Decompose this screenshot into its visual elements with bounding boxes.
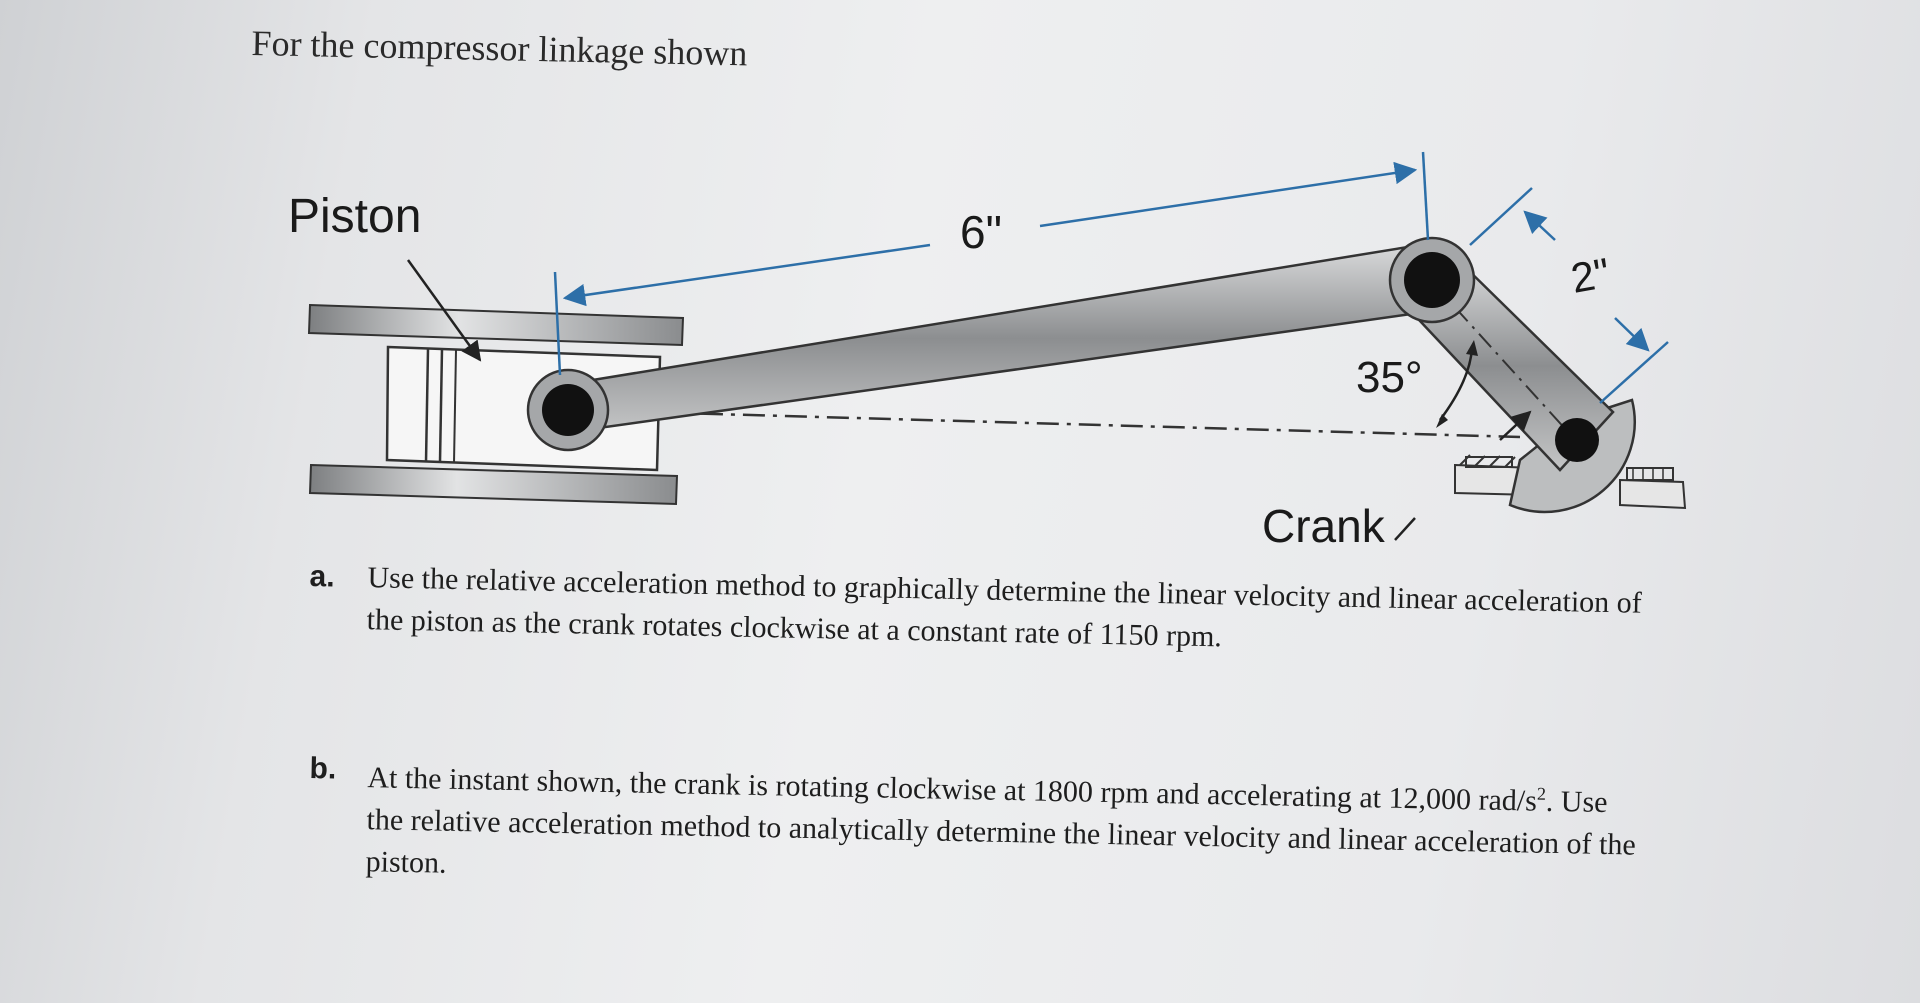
coupler-length-label: 6" [960, 206, 1002, 258]
ground-support-right [1619, 467, 1687, 510]
question-b-superscript: 2 [1536, 783, 1547, 804]
piston-leader-arrow [406, 259, 482, 362]
centerline [574, 408, 1521, 439]
crank-leader [1394, 517, 1416, 541]
pin-coupler-crank [1388, 236, 1476, 324]
question-b-label: b. [309, 751, 337, 786]
connecting-rod [560, 243, 1442, 434]
question-a-label: a. [309, 559, 335, 594]
question-b: b. At the instant shown, the crank is ro… [307, 748, 1649, 909]
pin-piston [526, 368, 610, 452]
crank-length-label: 2" [1567, 249, 1613, 302]
pin-ground-crank [1555, 418, 1599, 462]
crank-angle-label: 35° [1356, 353, 1423, 402]
dimension-6in [553, 151, 1430, 376]
question-b-text: At the instant shown, the crank is rotat… [365, 749, 1649, 909]
crank-label: Crank [1262, 500, 1386, 552]
cylinder-walls [307, 303, 685, 506]
piston-label: Piston [288, 190, 421, 243]
dimension-2in [1469, 187, 1669, 404]
